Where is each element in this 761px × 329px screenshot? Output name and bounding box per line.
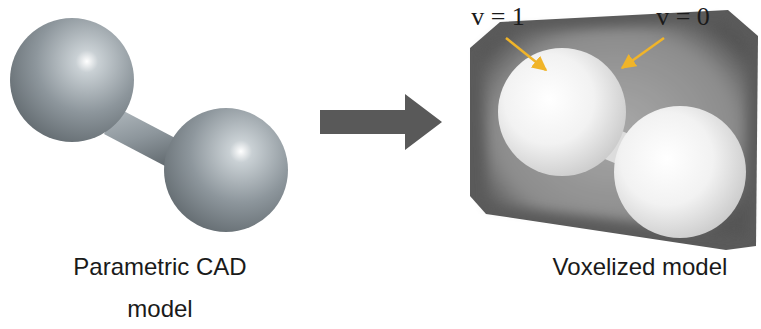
value-label: v = 0 <box>633 2 733 32</box>
cad-sphere <box>10 18 134 142</box>
voxel-sphere <box>498 48 626 176</box>
voxel-sphere <box>614 106 746 238</box>
voxel-box-outer <box>470 10 758 250</box>
leader-arrow <box>506 38 546 70</box>
figure-caption: Parametric CAD model <box>55 246 265 329</box>
figure-caption: Voxelized model <box>525 246 755 288</box>
voxel-model <box>470 10 758 250</box>
block-arrow <box>320 94 442 150</box>
leader-arrow <box>622 38 664 68</box>
cad-dumbbell <box>10 18 288 232</box>
cad-sphere <box>164 108 288 232</box>
value-label: v = 1 <box>448 2 548 32</box>
